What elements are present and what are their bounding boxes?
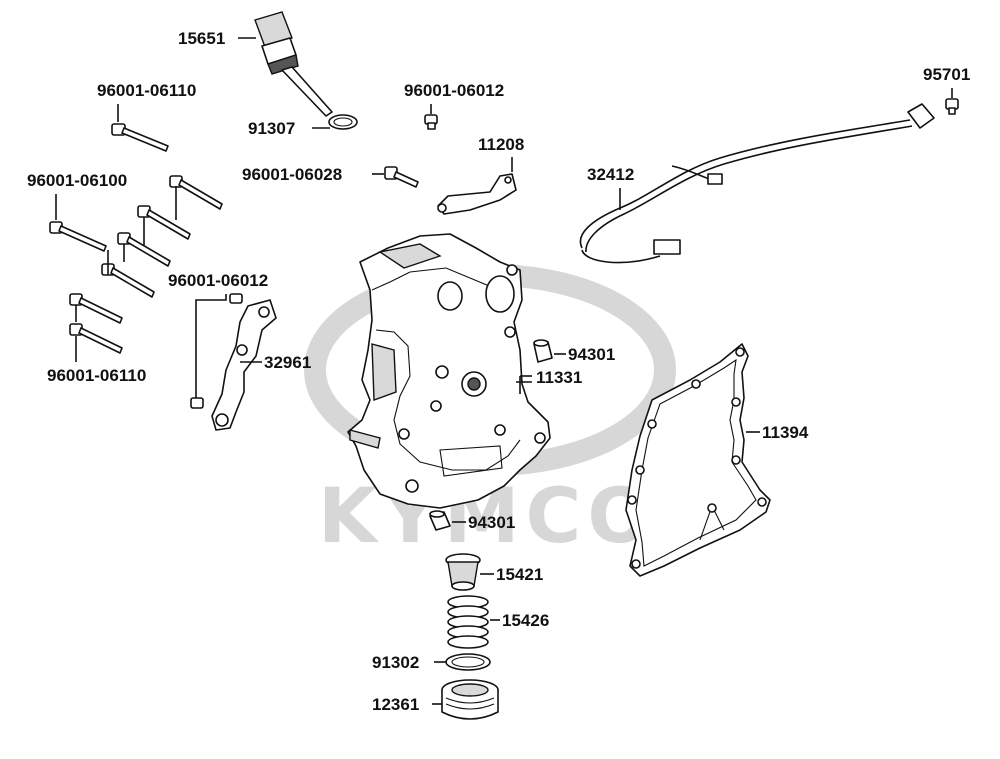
label-96001-06100: 96001-06100	[27, 171, 127, 190]
leader-96001-06012-mid	[195, 294, 227, 398]
part-bolt-96001-06028[interactable]	[384, 166, 419, 188]
part-screw-96001-06012-top[interactable]	[424, 114, 438, 130]
part-spring-15426[interactable]	[447, 595, 489, 649]
part-gasket-11394[interactable]	[625, 343, 771, 577]
part-cap-12361[interactable]	[441, 679, 499, 720]
label-11331: 11331	[536, 368, 582, 387]
label-91302: 91302	[372, 653, 419, 672]
part-crankcase-housing[interactable]	[347, 233, 551, 509]
part-strainer-15421[interactable]	[445, 553, 481, 591]
label-96001-06012-mid: 96001-06012	[168, 271, 268, 290]
leader-11331	[516, 376, 532, 394]
label-15651: 15651	[178, 29, 225, 48]
bolt-cluster-96001-06100[interactable]	[49, 175, 223, 298]
part-plate-32961[interactable]	[211, 299, 277, 431]
part-screw-96001-06012-mid[interactable]	[190, 293, 243, 409]
label-96001-06012-top: 96001-06012	[404, 81, 504, 100]
part-cable-32412[interactable]	[579, 103, 935, 264]
label-96001-06028: 96001-06028	[242, 165, 342, 184]
part-oring-91307[interactable]	[328, 114, 358, 130]
label-15426: 15426	[502, 611, 549, 630]
part-dowel-94301-top[interactable]	[533, 339, 553, 363]
label-32412: 32412	[587, 165, 634, 184]
part-dowel-94301-bottom[interactable]	[429, 510, 451, 531]
part-screw-95701[interactable]	[945, 98, 959, 115]
label-91307: 91307	[248, 119, 295, 138]
label-94301-top: 94301	[568, 345, 615, 364]
part-bracket-11208[interactable]	[437, 173, 517, 215]
part-bolt-96001-06110-top[interactable]	[111, 123, 169, 152]
label-32961: 32961	[264, 353, 311, 372]
label-95701: 95701	[923, 65, 970, 84]
part-oring-91302[interactable]	[445, 653, 491, 671]
part-bolt-96001-06110-bottom[interactable]	[69, 293, 123, 354]
part-dipstick[interactable]	[254, 11, 333, 117]
label-96001-06110-top: 96001-06110	[97, 81, 196, 100]
label-11394: 11394	[762, 423, 809, 442]
label-12361: 12361	[372, 695, 419, 714]
label-15421: 15421	[496, 565, 543, 584]
label-96001-06110-bottom: 96001-06110	[47, 366, 146, 385]
label-94301-bottom: 94301	[468, 513, 515, 532]
label-11208: 11208	[478, 135, 524, 154]
